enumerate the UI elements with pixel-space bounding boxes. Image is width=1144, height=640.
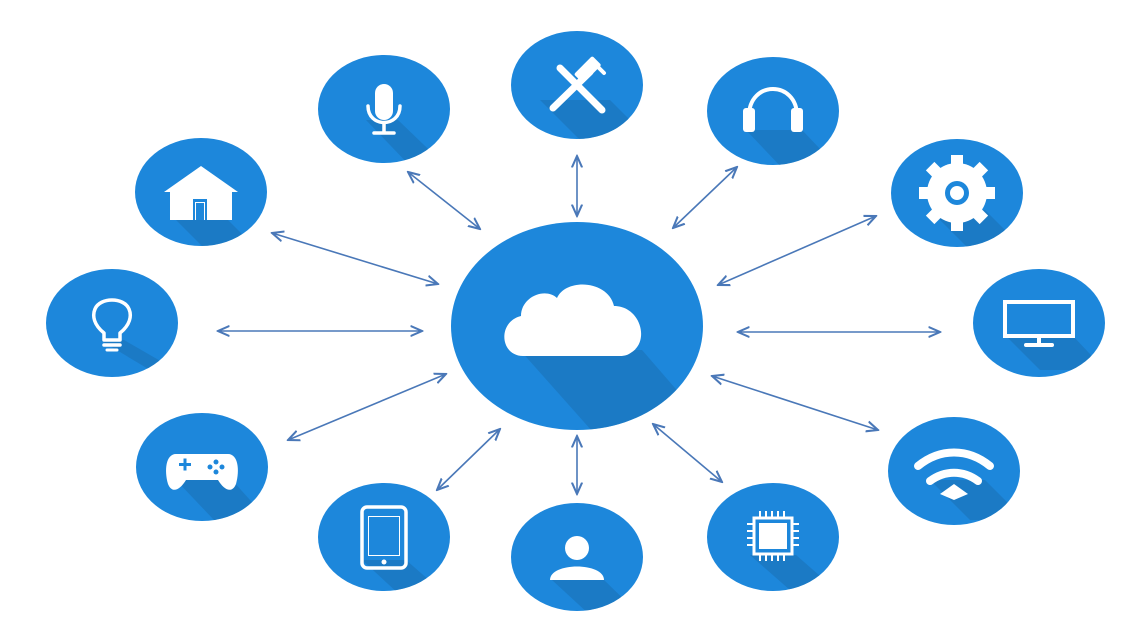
node-gamepad bbox=[136, 413, 268, 521]
node-tools bbox=[511, 31, 643, 139]
lightbulb-icon bbox=[91, 298, 133, 352]
node-home bbox=[135, 138, 267, 246]
node-settings bbox=[891, 139, 1023, 247]
gear-icon bbox=[919, 155, 995, 231]
connector-microphone bbox=[408, 172, 480, 229]
node-headphones bbox=[707, 57, 839, 165]
monitor-icon bbox=[1003, 300, 1075, 347]
node-user bbox=[511, 503, 643, 611]
chip-icon bbox=[747, 511, 799, 561]
connector-home bbox=[272, 233, 438, 284]
node-phone bbox=[318, 483, 450, 591]
tools-icon bbox=[549, 56, 606, 114]
node-wifi bbox=[888, 417, 1020, 525]
connector-settings bbox=[718, 216, 876, 285]
smartphone-icon bbox=[360, 505, 408, 570]
connector-chip bbox=[653, 424, 722, 482]
microphone-icon bbox=[366, 84, 402, 135]
connector-headphones bbox=[673, 167, 737, 228]
wifi-icon bbox=[914, 448, 994, 500]
user-icon bbox=[550, 536, 604, 580]
home-icon bbox=[164, 166, 238, 220]
headphones-icon bbox=[743, 87, 803, 132]
connectors bbox=[218, 156, 940, 494]
cloud-icon bbox=[504, 284, 642, 356]
node-microphone bbox=[318, 55, 450, 163]
node-monitor bbox=[973, 269, 1105, 377]
gamepad-icon bbox=[166, 454, 238, 490]
node-lightbulb bbox=[46, 269, 178, 377]
connector-phone bbox=[437, 429, 500, 490]
node-chip bbox=[707, 483, 839, 591]
connector-wifi bbox=[712, 376, 878, 430]
hub-node bbox=[451, 222, 703, 430]
connector-gamepad bbox=[288, 374, 446, 440]
